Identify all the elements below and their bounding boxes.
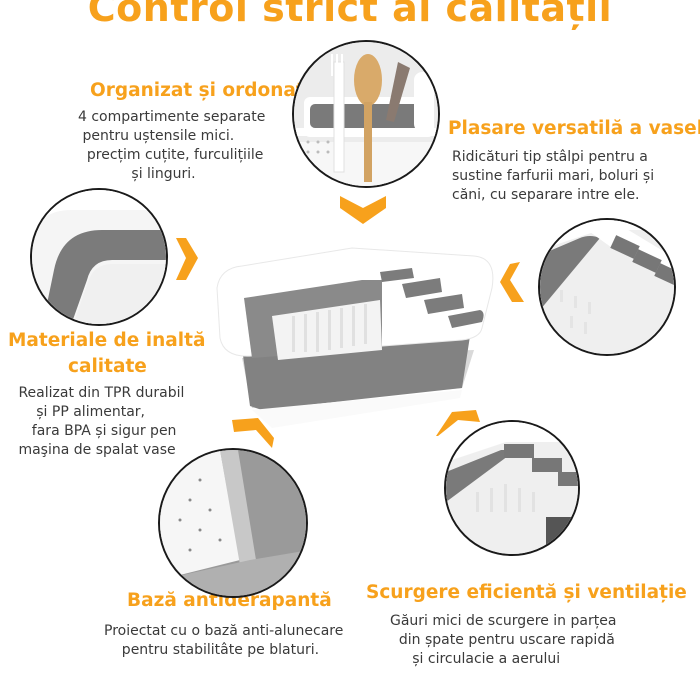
feature-text-versatile: Ridicături tip stâlpi pentru a sustine f… <box>452 149 655 203</box>
feature-heading-drainage: Scurgere eficientă și ventilație <box>366 582 687 603</box>
drainage-illustration <box>446 422 578 554</box>
feature-text-organized: 4 compartimente separate pentru uștensil… <box>78 109 266 182</box>
base-illustration <box>160 450 306 596</box>
chevron-left-icon <box>500 262 524 302</box>
anti-slip-base-closeup <box>158 448 308 598</box>
feature-text-materials: Realizat din TPR durabil și PP alimentar… <box>18 385 185 458</box>
rim-illustration <box>32 190 166 324</box>
drainage-closeup <box>444 420 580 556</box>
collapsible-dish-rack-product <box>212 238 497 433</box>
utensil-illustration <box>294 42 438 186</box>
pillars-illustration <box>540 220 674 354</box>
plate-pillars-closeup <box>538 218 676 356</box>
utensil-compartment-closeup <box>292 40 440 188</box>
rim-corner-closeup <box>30 188 168 326</box>
chevron-down-icon <box>340 196 386 224</box>
chevron-up-icon <box>232 418 274 448</box>
feature-heading-materials: Materiale de inaltă <box>8 330 206 351</box>
chevron-up-icon <box>436 410 480 436</box>
feature-text-antislip: Proiectat cu o bază anti-alunecare pentr… <box>104 623 344 658</box>
feature-heading-antislip: Bază antiderapantă <box>127 590 332 611</box>
dish-rack-illustration <box>216 247 494 428</box>
chevron-right-icon <box>176 238 198 280</box>
feature-heading-materials-2: calitate <box>68 356 147 377</box>
feature-heading-organized: Organizat și ordonat <box>90 80 305 101</box>
page-title: Control strict al calitații <box>87 0 613 30</box>
feature-text-drainage: Găuri mici de scurgere in parțea din șpa… <box>390 613 617 667</box>
feature-heading-versatile: Plasare versatilă a vaselor <box>448 118 700 139</box>
